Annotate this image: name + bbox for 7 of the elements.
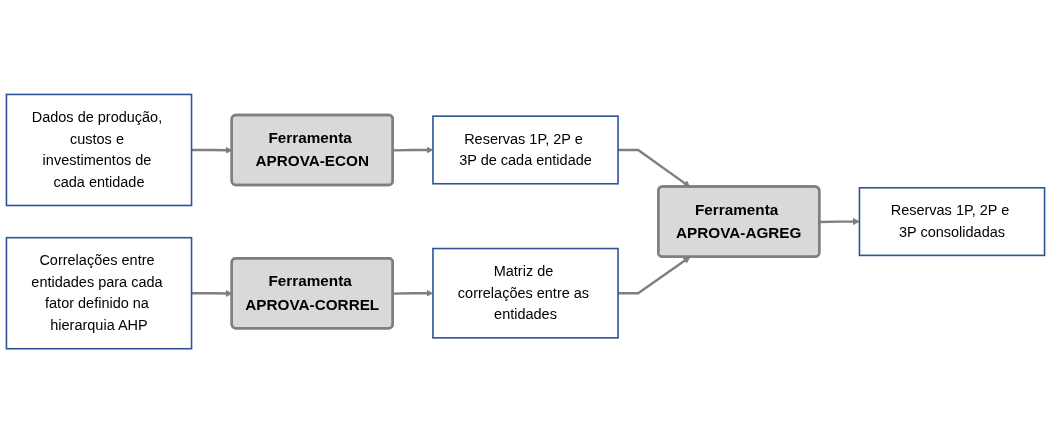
node-box: Correlações entre entidades para cada fator definido na hierarquia AHP bbox=[5, 236, 193, 350]
node-box: Dados de produção, custos e investimentos de cada entidade bbox=[5, 93, 193, 207]
arrow bbox=[819, 217, 860, 226]
arrow bbox=[618, 256, 691, 295]
node-box: Matriz de correlações entre as entidades bbox=[432, 247, 619, 339]
node-box: Reservas 1P, 2P e 3P de cada entidade bbox=[432, 115, 619, 185]
node-box: Reservas 1P, 2P e 3P consolidadas bbox=[858, 186, 1046, 257]
